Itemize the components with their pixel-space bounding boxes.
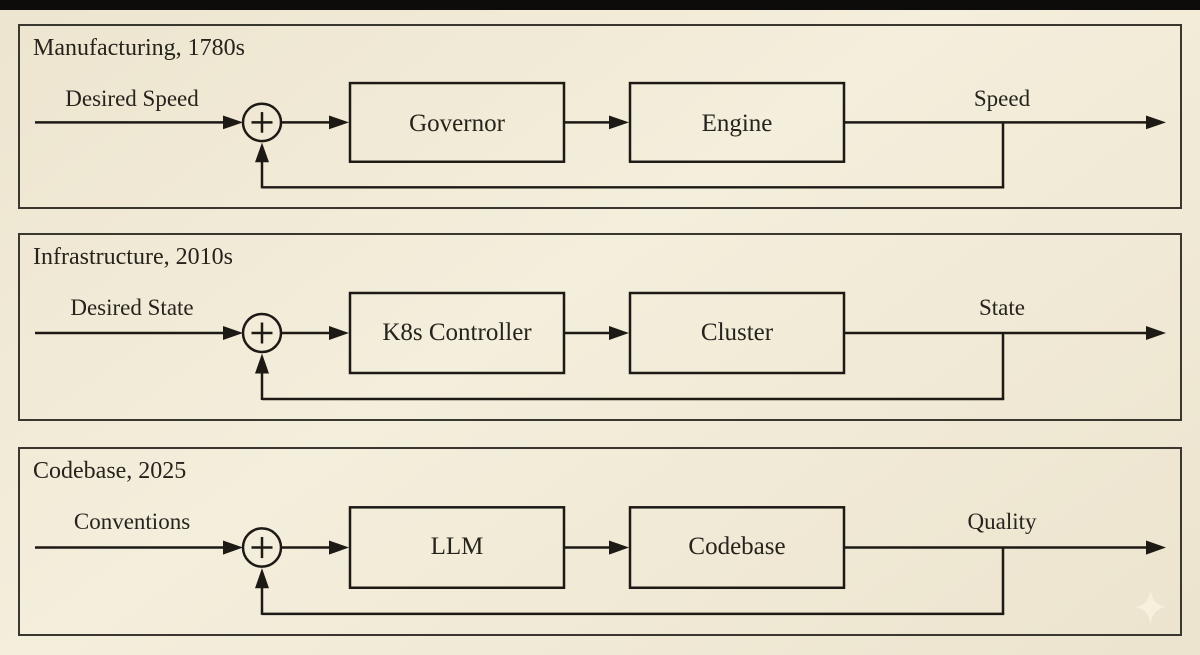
controller-box-label: K8s Controller	[382, 319, 532, 346]
control-loop-diagram	[35, 81, 1166, 189]
plant-box-label: Cluster	[700, 319, 774, 346]
input-arrowhead-icon	[223, 326, 243, 340]
panel-title: Codebase, 2025	[33, 458, 187, 484]
feedback-arrowhead-icon	[255, 142, 269, 163]
control-loop-diagram	[35, 506, 1166, 616]
input-signal-label: Conventions	[73, 509, 191, 534]
output-arrowhead-icon	[1146, 326, 1166, 340]
arrowhead-icon	[329, 115, 349, 130]
arrowhead-icon	[609, 540, 629, 555]
feedback-arrowhead-icon	[255, 568, 269, 589]
input-signal-label: Desired Speed	[65, 86, 199, 111]
arrowhead-icon	[609, 326, 629, 340]
sparkle-icon	[1134, 589, 1167, 625]
panel-manufacturing: Manufacturing, 1780s Desired Speed Gover…	[18, 24, 1182, 209]
controller-box-label: Governor	[409, 110, 505, 137]
input-signal-label: Desired State	[70, 295, 194, 320]
panel-infrastructure: Infrastructure, 2010s Desired State K8s …	[18, 233, 1182, 421]
input-arrowhead-icon	[223, 540, 243, 555]
plant-box-label: Engine	[701, 110, 773, 137]
output-arrowhead-icon	[1146, 115, 1166, 130]
arrowhead-icon	[329, 326, 349, 340]
sum-junction-icon	[241, 527, 283, 568]
output-signal-label: Speed	[973, 86, 1031, 111]
input-arrowhead-icon	[223, 115, 243, 130]
letterbox-bar	[0, 0, 1200, 10]
output-signal-label: Quality	[967, 509, 1037, 534]
sum-junction-icon	[241, 312, 283, 354]
control-loop-diagram	[35, 291, 1166, 401]
output-signal-label: State	[979, 295, 1025, 320]
panel-codebase: Codebase, 2025 Conventions LLM Codebase …	[18, 447, 1182, 636]
feedback-arrowhead-icon	[255, 353, 269, 374]
controller-box-label: LLM	[430, 533, 484, 560]
output-arrowhead-icon	[1146, 540, 1166, 555]
panel-title: Infrastructure, 2010s	[33, 244, 233, 270]
plant-box-label: Codebase	[688, 533, 786, 560]
arrowhead-icon	[329, 540, 349, 555]
arrowhead-icon	[609, 115, 629, 130]
sum-junction-icon	[241, 102, 283, 143]
panel-title: Manufacturing, 1780s	[33, 35, 245, 61]
